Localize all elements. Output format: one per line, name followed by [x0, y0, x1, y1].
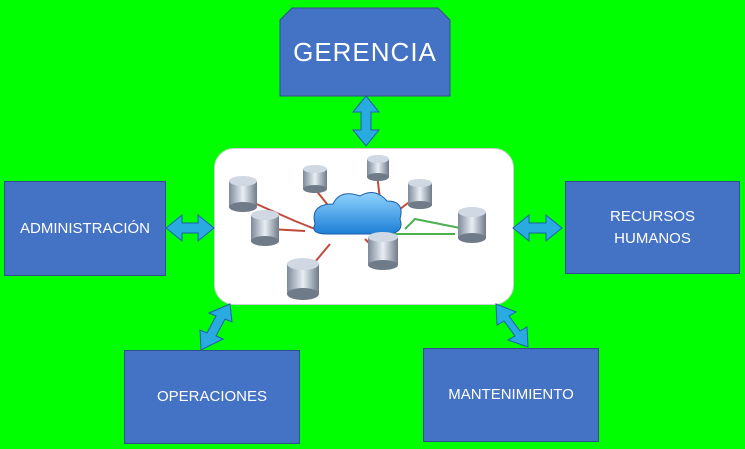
mantenimiento-node: MANTENIMIENTO: [423, 348, 599, 442]
recursos-humanos-node: RECURSOS HUMANOS: [565, 181, 740, 274]
arrow-gerencia: [351, 95, 381, 147]
cloud-icon: [313, 191, 402, 235]
operaciones-label: OPERACIONES: [156, 388, 268, 405]
arrow-operaciones: [199, 303, 233, 351]
administracion-node: ADMINISTRACIÓN: [4, 181, 166, 276]
arrow-administracion: [165, 213, 215, 243]
cloud-database-network-illustration: [229, 155, 486, 300]
recursos-humanos-label: RECURSOS HUMANOS: [609, 207, 695, 247]
operaciones-node: OPERACIONES: [124, 350, 300, 444]
gerencia-label: GERENCIA: [293, 37, 437, 67]
mantenimiento-label: MANTENIMIENTO: [448, 386, 574, 403]
database-icons: [229, 155, 486, 300]
arrow-mantenimiento: [495, 303, 529, 348]
gerencia-node: GERENCIA: [280, 8, 450, 96]
arrow-recursos-humanos: [512, 213, 563, 243]
center-network-panel: [214, 148, 514, 305]
administracion-label: ADMINISTRACIÓN: [19, 219, 150, 237]
